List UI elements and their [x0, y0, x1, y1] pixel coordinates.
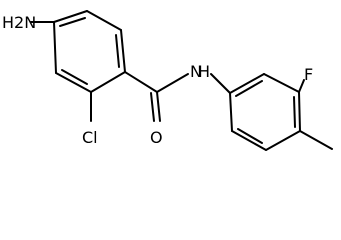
chlorine-label: Cl: [82, 128, 98, 147]
fluorine-label: F: [304, 65, 313, 84]
chemical-structure-diagram: H2N N H O Cl F: [2, 10, 333, 151]
structure-canvas: H2N N H O Cl F: [2, 10, 333, 151]
bond-right-ring-3: [298, 91, 301, 132]
bond-ring-fluorine: [298, 79, 305, 93]
bond-left-ring-2: [86, 10, 122, 31]
left-ring-inner-double-2: [115, 34, 120, 68]
amine-label: H2N: [2, 13, 36, 32]
amide-hydrogen-label: H: [198, 62, 210, 81]
bond-carbonyl-oxygen-2: [150, 92, 155, 122]
left-ring-inner-double-3: [61, 69, 88, 85]
bond-carbonyl-oxygen-1: [156, 91, 161, 122]
carbonyl-oxygen-label: O: [150, 128, 163, 147]
bond-right-ring-5: [231, 130, 267, 151]
bond-right-ring-1: [229, 73, 265, 94]
bond-ring-carbonyl: [124, 71, 158, 93]
bond-right-ring-2: [263, 73, 300, 93]
bond-left-ring-1: [53, 10, 88, 23]
right-ring-inner-double-2: [293, 96, 296, 128]
bond-left-ring-5: [55, 72, 92, 93]
bond-left-ring-6: [53, 21, 57, 74]
bond-left-ring-4: [90, 71, 126, 93]
bond-lines: [30, 10, 333, 151]
amide-nitrogen-label: N: [190, 62, 202, 81]
right-ring-inner-double-1: [235, 80, 263, 97]
left-ring-inner-double-1: [59, 17, 86, 27]
bond-carbonyl-nitrogen: [156, 73, 189, 93]
right-ring-inner-double-3: [237, 128, 263, 144]
bond-right-ring-4: [265, 130, 301, 151]
bond-left-ring-3: [120, 29, 126, 73]
bond-nitrogen-right-ring: [210, 73, 231, 94]
bond-right-ring-6: [229, 92, 233, 132]
bond-ring-methyl: [299, 130, 333, 150]
